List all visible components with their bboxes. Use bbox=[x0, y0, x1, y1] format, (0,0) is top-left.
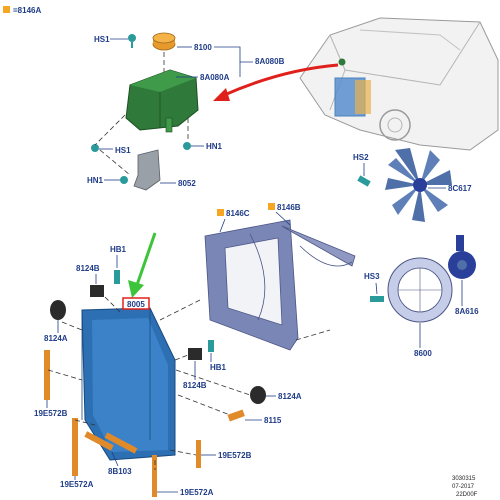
label-hs1-top: HS1 bbox=[94, 35, 110, 44]
label-hb1-top: HB1 bbox=[110, 245, 127, 254]
label-8115: 8115 bbox=[264, 416, 282, 425]
callout-arrow bbox=[135, 232, 157, 286]
location-arrowhead bbox=[213, 88, 230, 101]
radiator-isolator-8124b-mid bbox=[188, 348, 202, 360]
tank-bracket bbox=[133, 149, 161, 191]
label-hs3: HS3 bbox=[364, 272, 380, 281]
footer-line-3: 22D00F bbox=[456, 492, 478, 498]
seal-strip-19e572b-right bbox=[196, 440, 201, 468]
seal-strip-8b103-b bbox=[104, 432, 138, 454]
radiator bbox=[81, 307, 176, 461]
label-8124a-left: 8124A bbox=[44, 334, 68, 343]
label-8600: 8600 bbox=[414, 349, 432, 358]
radiator-isolator-8124a-bottom bbox=[250, 386, 266, 404]
coolant-tank bbox=[125, 69, 199, 133]
label-8c617: 8C617 bbox=[448, 184, 472, 193]
nut-hn1-right bbox=[183, 142, 191, 150]
radiator-isolator-8124a-left bbox=[50, 300, 66, 320]
legend-label: =8146A bbox=[13, 6, 41, 15]
label-8a080b: 8A080B bbox=[255, 57, 285, 66]
label-8124b-top: 8124B bbox=[76, 264, 100, 273]
tank-cap bbox=[152, 32, 176, 51]
drain-plug-8115 bbox=[227, 409, 245, 422]
fan-motor bbox=[448, 235, 476, 279]
fan-shroud bbox=[204, 219, 299, 351]
label-hb1-mid: HB1 bbox=[210, 363, 227, 372]
label-hn1-right: HN1 bbox=[206, 142, 223, 151]
label-8124a-bottom: 8124A bbox=[278, 392, 302, 401]
label-8100: 8100 bbox=[194, 43, 212, 52]
lower-bolt-hs1 bbox=[91, 144, 99, 152]
label-8b103: 8B103 bbox=[108, 467, 132, 476]
footer-line-1: 3030315 bbox=[452, 476, 476, 482]
footer-line-2: 07-2017 bbox=[452, 484, 475, 490]
vehicle-inset-illustration bbox=[299, 17, 499, 151]
radiator-bolt-hb1-mid bbox=[208, 340, 214, 352]
label-8a616: 8A616 bbox=[455, 307, 479, 316]
label-hn1-left: HN1 bbox=[87, 176, 104, 185]
seal-strip-19e572b-left bbox=[44, 350, 50, 400]
seal-strip-19e572a-bottom bbox=[152, 455, 157, 497]
label-8052: 8052 bbox=[178, 179, 196, 188]
label-19e572b-left: 19E572B bbox=[34, 409, 68, 418]
label-hs1-mid: HS1 bbox=[115, 146, 131, 155]
nut-hn1-left bbox=[120, 176, 128, 184]
label-19e572a-left: 19E572A bbox=[60, 480, 94, 489]
seal-strip-19e572a-left bbox=[72, 418, 78, 476]
marker-8146b bbox=[268, 203, 275, 210]
marker-8146c bbox=[217, 209, 224, 216]
location-arrow bbox=[221, 63, 339, 98]
label-8124b-bottom: 8124B bbox=[183, 381, 207, 390]
label-hs2: HS2 bbox=[353, 153, 369, 162]
seal-strip-8b103-a bbox=[84, 431, 114, 451]
radiator-bolt-hb1-top bbox=[114, 270, 120, 284]
highlight-label-8005: 8005 bbox=[127, 300, 145, 309]
callout-arrowhead bbox=[128, 280, 144, 298]
label-8146b: 8146B bbox=[277, 203, 301, 212]
fan-clutch-bolt bbox=[357, 175, 371, 187]
label-8a080a: 8A080A bbox=[200, 73, 230, 82]
label-19e572a-bottom: 19E572A bbox=[180, 488, 214, 497]
label-8146c: 8146C bbox=[226, 209, 250, 218]
label-19e572b-right: 19E572B bbox=[218, 451, 252, 460]
fan-guard-bolt-hs3 bbox=[370, 296, 384, 302]
highlight-box bbox=[122, 297, 150, 310]
fan-guard-ring bbox=[387, 257, 453, 323]
tank-bolt-hs1 bbox=[128, 34, 136, 48]
shroud-upper-seal bbox=[281, 225, 356, 267]
legend-swatch bbox=[3, 6, 10, 13]
cooling-fan bbox=[385, 148, 452, 222]
radiator-isolator-8124b-top bbox=[90, 285, 104, 297]
